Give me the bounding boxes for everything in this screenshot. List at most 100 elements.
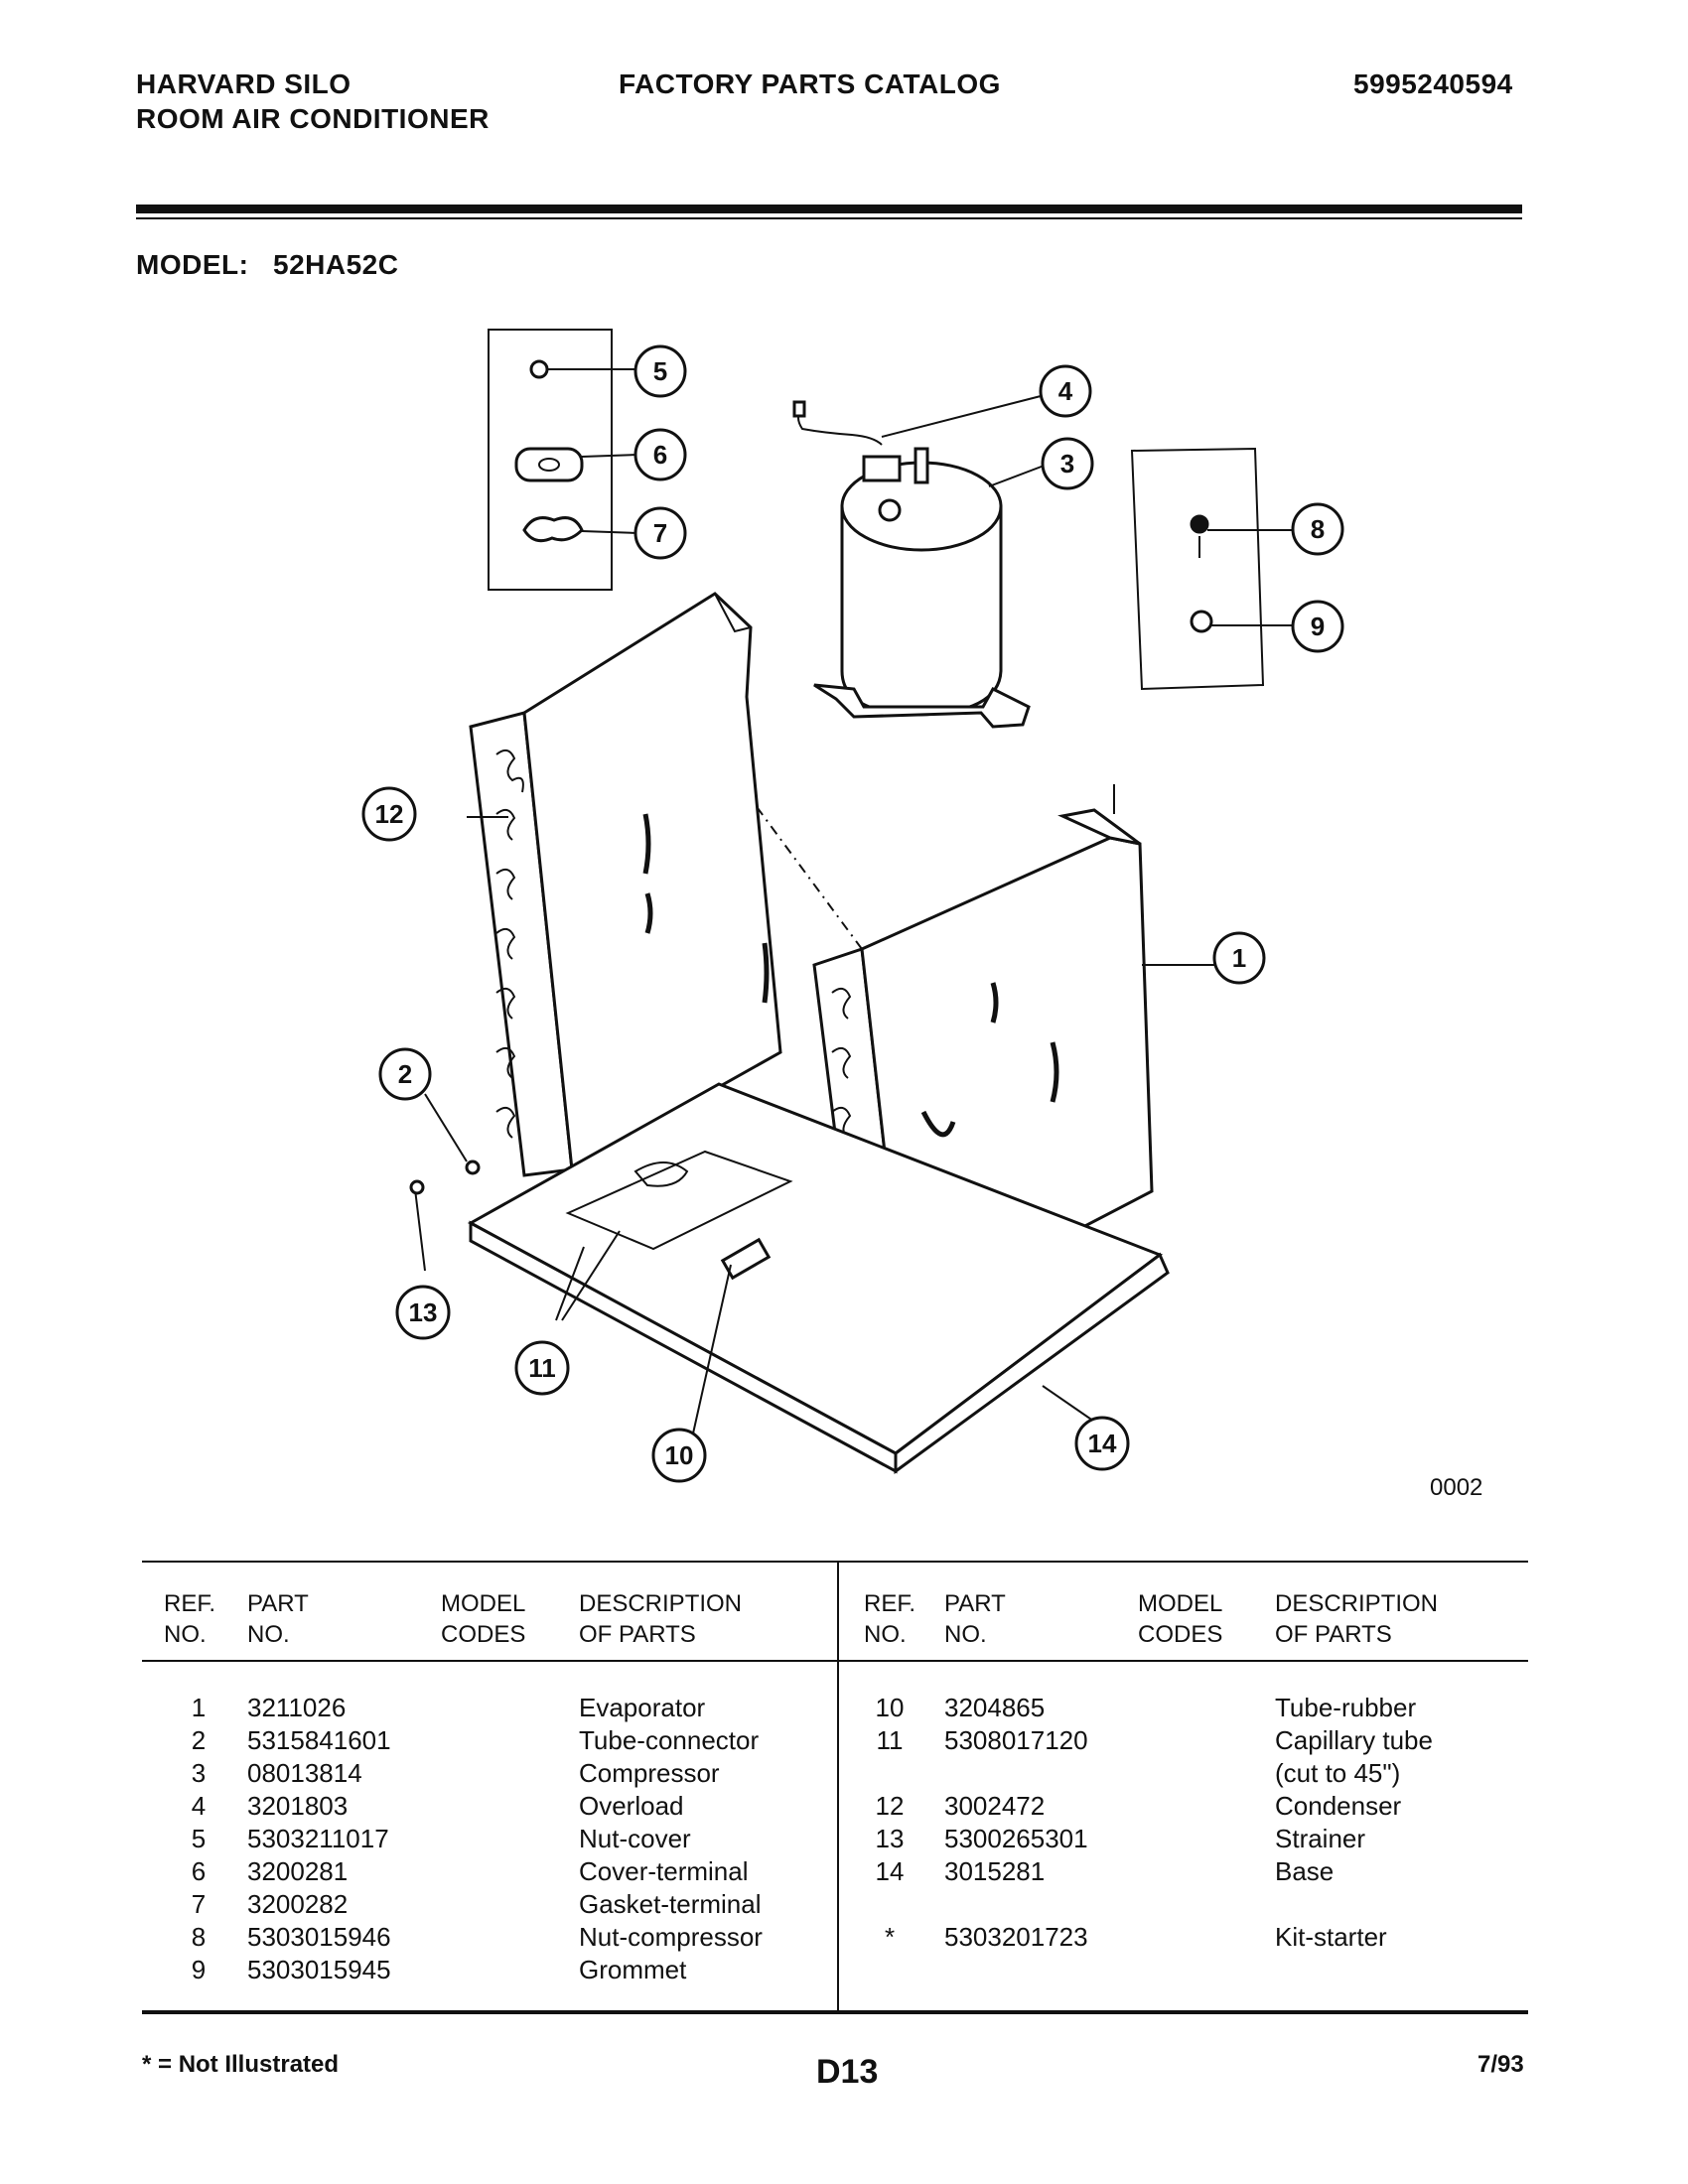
table-header-rule [142, 1660, 1528, 1662]
ref-no: 12 [875, 1791, 905, 1821]
description: Evaporator [579, 1693, 706, 1722]
condenser-coil [467, 592, 782, 1177]
ref-no: 6 [191, 1856, 207, 1886]
ref-no: 9 [191, 1955, 207, 1984]
brand-line-1: HARVARD SILO [136, 68, 352, 99]
description: Strainer [1275, 1824, 1366, 1853]
description: Capillary tube [1275, 1725, 1433, 1755]
description: Tube-connector [579, 1725, 760, 1755]
part-no: 5303015945 [247, 1955, 391, 1984]
callout-8: 8 [1291, 502, 1344, 556]
ref-no: 1 [191, 1693, 207, 1722]
description: Tube-rubber [1275, 1693, 1417, 1722]
part-no: 3200281 [247, 1856, 349, 1886]
callout-label: 5 [653, 356, 667, 386]
brand-line-2: ROOM AIR CONDITIONER [136, 103, 490, 134]
ref-no: 8 [191, 1922, 207, 1952]
callout-9: 9 [1291, 600, 1344, 653]
callout-label: 2 [398, 1059, 412, 1089]
part-no: 08013814 [247, 1758, 362, 1788]
model-label: MODEL: [136, 249, 249, 280]
callout-label: 6 [653, 440, 667, 470]
ref-no: * [884, 1922, 896, 1952]
catalog-title: FACTORY PARTS CATALOG [619, 68, 1001, 99]
ref-no: 7 [191, 1889, 207, 1919]
callout-14: 14 [1074, 1416, 1130, 1471]
callout-label: 10 [665, 1440, 694, 1470]
description: Grommet [579, 1955, 687, 1984]
description: Kit-starter [1275, 1922, 1387, 1952]
header-ref: REF.NO. [864, 1590, 916, 1648]
exploded-parts-diagram: 1 2 3 4 5 6 7 8 9 10 11 12 13 14 0002 [361, 329, 1482, 1501]
grommet-card [1130, 447, 1293, 691]
description: Gasket-terminal [579, 1889, 762, 1919]
model-value: 52HA52C [273, 249, 399, 280]
callout-1: 1 [1212, 931, 1266, 985]
callout-label: 7 [653, 518, 667, 548]
catalog-number: 5995240594 [1353, 68, 1513, 99]
callout-5: 5 [633, 344, 687, 398]
callout-4: 4 [1039, 364, 1092, 418]
description: (cut to 45") [1275, 1758, 1401, 1788]
description: Compressor [579, 1758, 720, 1788]
callout-label: 14 [1088, 1429, 1117, 1458]
description: Nut-compressor [579, 1922, 763, 1952]
figure-code: 0002 [1430, 1474, 1482, 1501]
description: Overload [579, 1791, 684, 1821]
callout-3: 3 [1041, 437, 1094, 490]
part-no: 3204865 [944, 1693, 1046, 1722]
header-rule-thick [136, 205, 1522, 213]
ref-no: 2 [191, 1725, 207, 1755]
part-no: 5303201723 [944, 1922, 1088, 1952]
table-bottom-rule [142, 2010, 1528, 2014]
part-no: 3201803 [247, 1791, 349, 1821]
part-no: 3015281 [944, 1856, 1046, 1886]
callout-13: 13 [395, 1285, 451, 1340]
header-rule-thin [136, 217, 1522, 219]
description: Nut-cover [579, 1824, 691, 1853]
ref-no: 10 [875, 1693, 905, 1722]
callout-2: 2 [378, 1047, 432, 1101]
callout-12: 12 [361, 786, 417, 842]
revision-date: 7/93 [1477, 2051, 1524, 2078]
ref-no: 4 [191, 1791, 207, 1821]
part-no: 3211026 [247, 1693, 347, 1722]
part-no: 5315841601 [247, 1725, 391, 1755]
ref-no: 11 [876, 1725, 904, 1755]
part-no: 5300265301 [944, 1824, 1088, 1853]
table-top-rule [142, 1561, 1528, 1563]
part-no: 3200282 [247, 1889, 349, 1919]
callout-6: 6 [633, 428, 687, 481]
description: Condenser [1275, 1791, 1402, 1821]
base-pan [467, 1082, 1170, 1474]
ref-no: 13 [875, 1824, 905, 1853]
callout-label: 8 [1311, 514, 1325, 544]
callout-label: 13 [409, 1297, 438, 1327]
callout-label: 11 [528, 1353, 556, 1383]
callout-11: 11 [514, 1340, 570, 1396]
ref-no: 14 [875, 1856, 905, 1886]
not-illustrated-legend: * = Not Illustrated [142, 2051, 340, 2078]
callout-10: 10 [651, 1428, 707, 1483]
callout-7: 7 [633, 506, 687, 560]
part-no: 5308017120 [944, 1725, 1088, 1755]
table-divider [837, 1561, 839, 2011]
callout-label: 1 [1232, 943, 1246, 973]
callout-label: 9 [1311, 612, 1325, 641]
terminal-parts-card [488, 329, 638, 591]
part-no: 5303015946 [247, 1922, 391, 1952]
ref-no: 3 [191, 1758, 207, 1788]
callout-label: 3 [1060, 449, 1074, 478]
header-ref: REF.NO. [164, 1590, 216, 1648]
callout-label: 12 [375, 799, 404, 829]
callout-label: 4 [1058, 376, 1073, 406]
page-code: D13 [816, 2053, 879, 2091]
description: Cover-terminal [579, 1856, 749, 1886]
part-no: 5303211017 [247, 1824, 389, 1853]
